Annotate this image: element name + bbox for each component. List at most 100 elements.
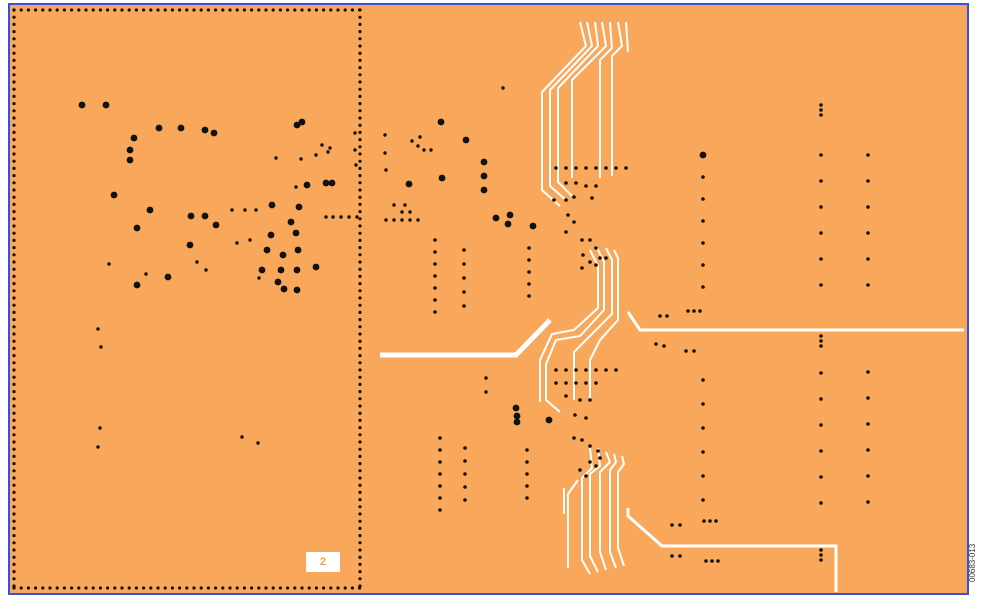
via	[358, 246, 362, 250]
via	[501, 86, 505, 90]
via	[84, 586, 88, 590]
via	[41, 586, 45, 590]
via	[358, 483, 362, 487]
via	[702, 519, 706, 523]
via	[298, 118, 306, 126]
via	[358, 22, 362, 26]
via	[437, 118, 445, 126]
via	[358, 361, 362, 365]
via	[358, 346, 362, 350]
via	[433, 250, 437, 254]
via	[701, 285, 705, 289]
via	[257, 586, 261, 590]
via	[12, 483, 16, 487]
via	[701, 426, 705, 430]
trace	[539, 249, 599, 402]
via	[358, 80, 362, 84]
via	[91, 586, 95, 590]
via	[12, 368, 16, 372]
via	[819, 344, 823, 348]
via	[699, 151, 707, 159]
via	[149, 586, 153, 590]
via	[400, 210, 404, 214]
via	[438, 436, 442, 440]
via	[314, 8, 318, 12]
via	[462, 136, 470, 144]
via	[343, 586, 347, 590]
via	[294, 185, 298, 189]
via	[866, 474, 870, 478]
via	[594, 263, 598, 267]
via	[12, 109, 16, 113]
via	[195, 260, 199, 264]
via	[12, 152, 16, 156]
via	[78, 101, 86, 109]
via	[12, 354, 16, 358]
via	[654, 342, 658, 346]
via	[658, 314, 662, 318]
via	[665, 314, 669, 318]
via	[358, 390, 362, 394]
via	[358, 123, 362, 127]
via	[819, 449, 823, 453]
via	[384, 168, 388, 172]
via	[144, 272, 148, 276]
via	[716, 559, 720, 563]
via	[170, 8, 174, 12]
via	[358, 224, 362, 228]
trace	[611, 21, 624, 176]
via	[866, 153, 870, 157]
via	[429, 148, 433, 152]
via	[96, 445, 100, 449]
via	[358, 289, 362, 293]
via	[819, 553, 823, 557]
via	[300, 8, 304, 12]
via-holes	[12, 8, 870, 590]
via	[358, 37, 362, 41]
via	[866, 370, 870, 374]
via	[504, 220, 512, 228]
via	[513, 412, 521, 420]
via	[99, 345, 103, 349]
via	[312, 263, 320, 271]
via	[210, 129, 218, 137]
via	[130, 134, 138, 142]
via	[358, 274, 362, 278]
via	[527, 282, 531, 286]
via	[192, 8, 196, 12]
via	[12, 130, 16, 134]
via	[126, 156, 134, 164]
via	[438, 174, 446, 182]
via	[358, 397, 362, 401]
via	[358, 577, 362, 581]
via	[866, 205, 870, 209]
trace	[589, 249, 619, 400]
via	[819, 231, 823, 235]
via	[120, 8, 124, 12]
via	[201, 126, 209, 134]
via	[12, 102, 16, 106]
via	[819, 334, 823, 338]
via	[55, 8, 59, 12]
via	[554, 381, 558, 385]
trace	[549, 21, 594, 201]
via	[433, 274, 437, 278]
via	[120, 586, 124, 590]
via	[358, 339, 362, 343]
via	[594, 464, 598, 468]
via	[358, 58, 362, 63]
via	[274, 278, 282, 286]
via	[250, 8, 254, 12]
via	[588, 460, 592, 464]
via	[331, 215, 335, 219]
via	[12, 289, 16, 293]
trace	[609, 453, 618, 569]
via	[433, 310, 437, 314]
via	[294, 246, 302, 254]
via	[701, 402, 705, 406]
via	[12, 332, 16, 336]
via	[358, 188, 362, 192]
via	[156, 586, 160, 590]
via	[527, 270, 531, 274]
via	[12, 174, 16, 178]
